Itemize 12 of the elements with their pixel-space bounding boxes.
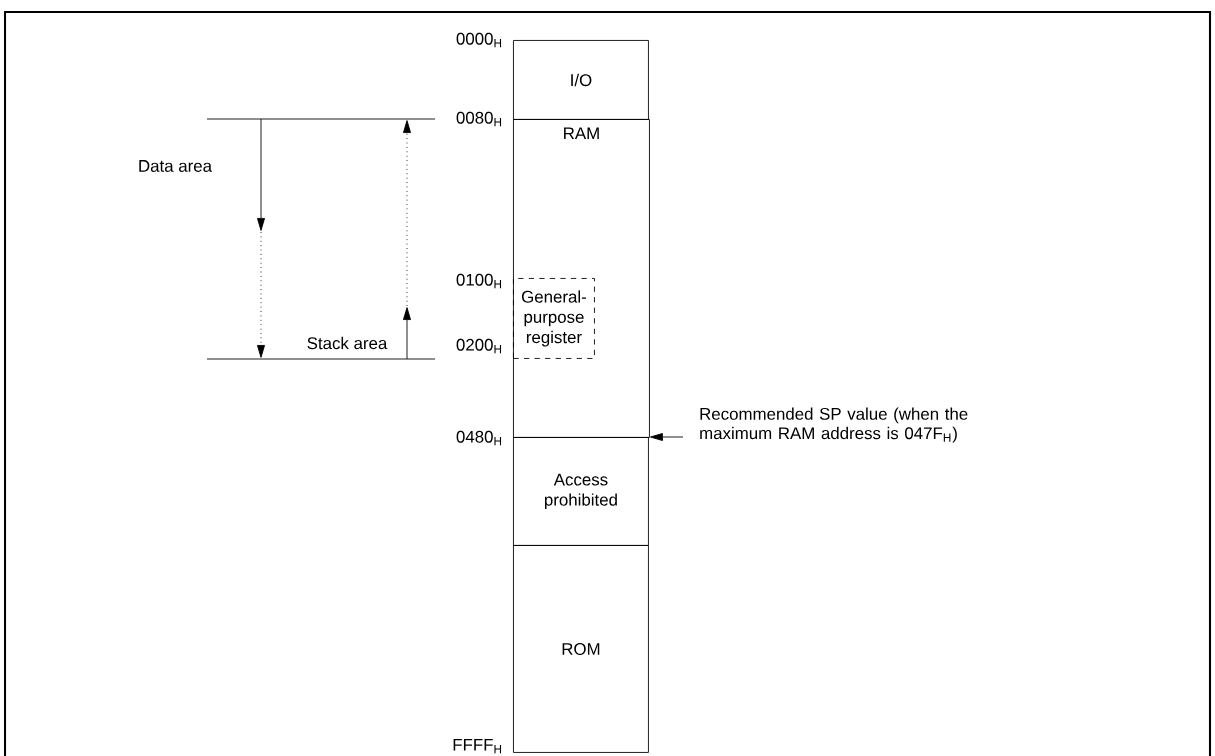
register-box: General-purpose register: [513, 278, 595, 359]
area-label: Data area: [139, 160, 212, 172]
address-label: 0480$_{H}$: [456, 430, 502, 446]
memory-region: ROM: [513, 545, 649, 753]
memory-region: Access prohibited: [513, 437, 649, 546]
arrow: [650, 433, 684, 441]
note-text: Recommended SP value (when the maximum RAM address is 047F$_{H}$): [700, 407, 968, 443]
memory-region: I/O: [513, 40, 649, 120]
address-label: 0100$_{H}$: [456, 273, 502, 289]
address-label: 0000$_{H}$: [456, 32, 502, 48]
address-label: 0080$_{H}$: [456, 111, 502, 127]
area-label: Stack area: [307, 336, 388, 350]
